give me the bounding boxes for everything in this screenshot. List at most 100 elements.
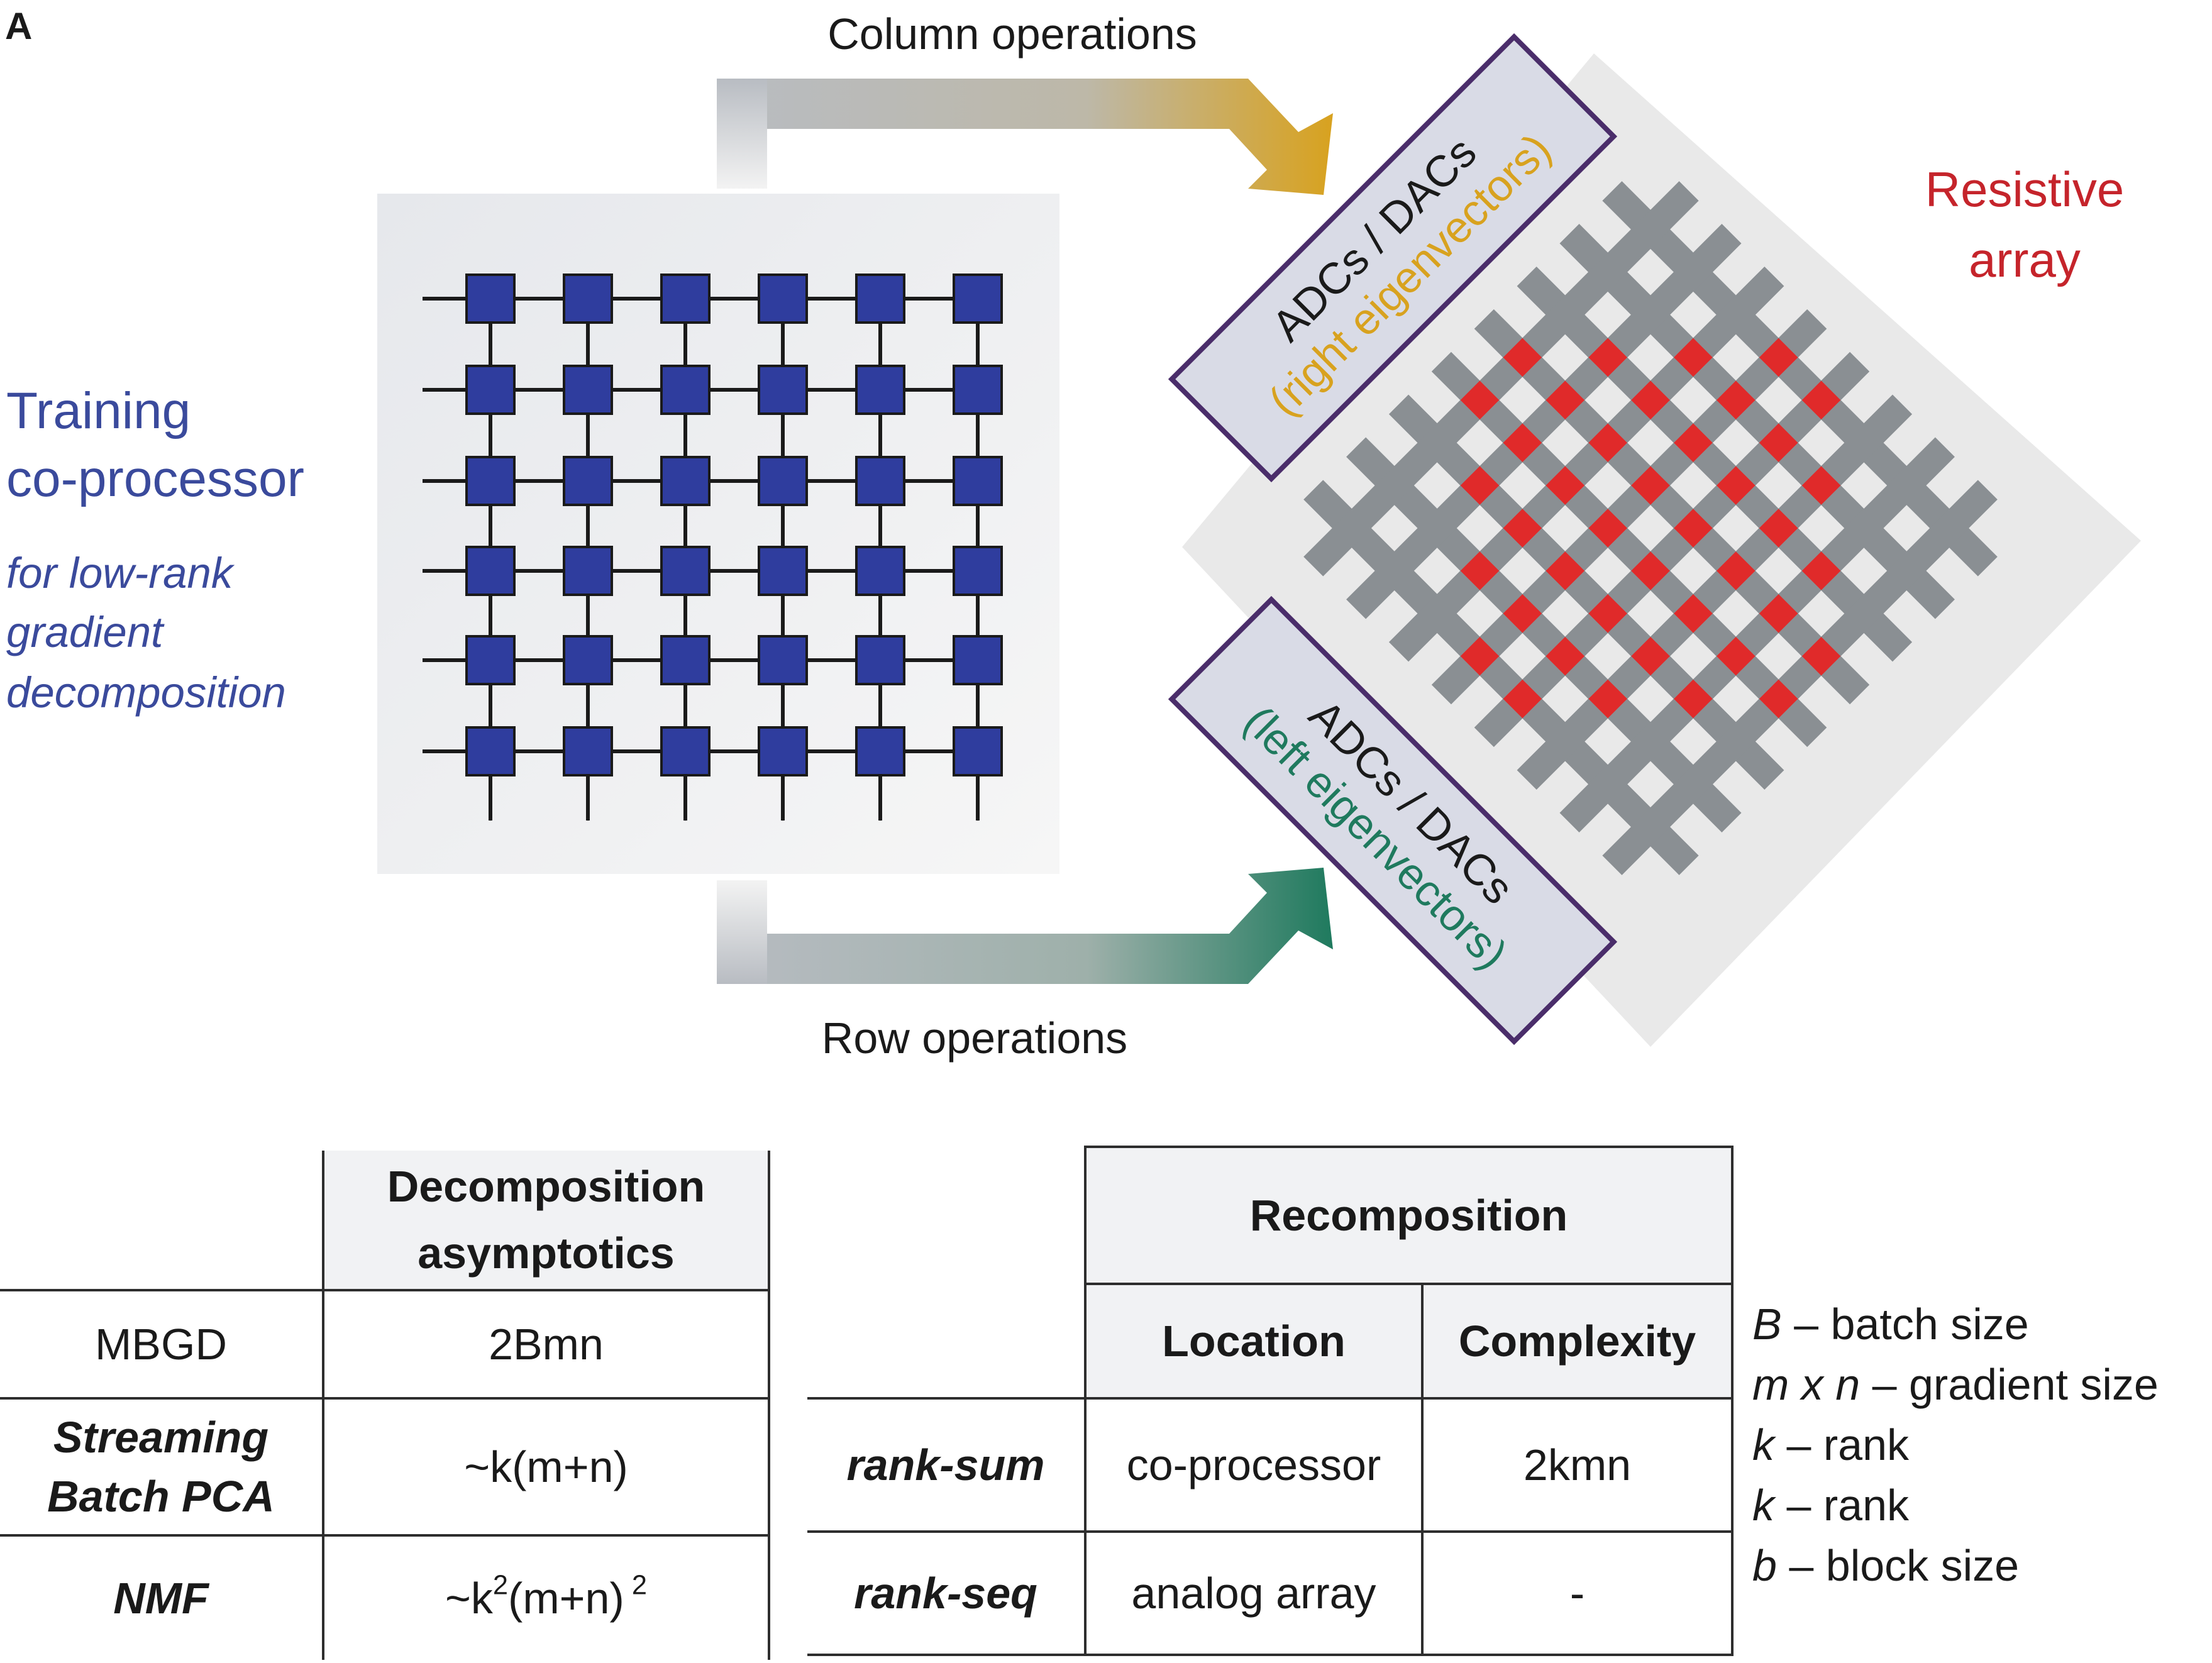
table-row: MBGD 2Bmn — [0, 1289, 770, 1400]
rank-seq-label: rank-seq — [807, 1530, 1087, 1656]
processing-element — [465, 635, 516, 685]
table-row: NMF ~k2(m+n) 2 — [0, 1534, 770, 1660]
table-row: rank-sum co-processor 2kmn — [807, 1397, 1734, 1533]
method-mbgd: MBGD — [0, 1289, 324, 1400]
resistive-crosspoint — [1801, 636, 1841, 676]
decomposition-header: Decomposition asymptotics — [322, 1151, 770, 1291]
processing-element — [563, 273, 613, 324]
resistive-crosspoint — [1588, 679, 1627, 719]
crossbar-array — [1303, 181, 1998, 875]
crossbar-wire — [1388, 394, 1784, 790]
processing-element — [855, 273, 905, 324]
resistive-crosspoint — [1631, 466, 1670, 505]
nmf-value: ~k2(m+n) 2 — [322, 1534, 770, 1660]
crossbar-wire — [1303, 181, 1699, 577]
resistive-crosspoint — [1631, 636, 1670, 676]
processing-element — [855, 635, 905, 685]
resistive-crosspoint — [1588, 509, 1627, 548]
method-nmf: NMF — [0, 1534, 324, 1660]
processing-element — [465, 456, 516, 506]
recomposition-header: Recomposition — [1084, 1146, 1734, 1285]
resistive-crosspoint — [1588, 423, 1627, 463]
resistive-crosspoint — [1716, 380, 1756, 420]
crossbar-wire — [1474, 309, 1870, 705]
processing-element — [758, 635, 808, 685]
processing-element — [660, 546, 711, 596]
training-title-line1: Training — [6, 382, 191, 439]
processing-element — [758, 546, 808, 596]
crossbar-wire — [1559, 437, 1955, 832]
rank-sum-label: rank-sum — [807, 1397, 1087, 1533]
rank-seq-location: analog array — [1084, 1530, 1424, 1656]
crossbar-wire — [1559, 224, 1955, 619]
processing-element — [563, 635, 613, 685]
resistive-crosspoint — [1546, 636, 1585, 676]
resistive-crosspoint — [1674, 423, 1713, 463]
legend-item: k – rank — [1752, 1420, 1909, 1469]
processing-element — [953, 456, 1003, 506]
resistive-crosspoint — [1588, 594, 1627, 633]
resistive-crosspoint — [1759, 423, 1798, 463]
streaming-value: ~k(m+n) — [322, 1397, 770, 1537]
method-streaming-batch-pca: Streaming Batch PCA — [0, 1397, 324, 1537]
resistive-label-line2: array — [1969, 232, 2081, 287]
rank-sum-location: co-processor — [1084, 1397, 1424, 1533]
processing-element — [953, 726, 1003, 776]
decomposition-table: Decomposition asymptotics MBGD 2Bmn Stre… — [0, 1151, 770, 1660]
processing-element — [855, 726, 905, 776]
resistive-crosspoint — [1503, 509, 1542, 548]
recomp-table-corner-2 — [807, 1284, 1087, 1400]
column-operations-label: Column operations — [827, 9, 1197, 58]
row-operations-arrow — [717, 868, 1333, 984]
table-corner — [0, 1151, 324, 1291]
crossbar-wire — [1346, 224, 1742, 619]
resistive-crosspoint — [1460, 551, 1500, 590]
crossbar-wire — [1431, 351, 1827, 748]
crossbar-wire — [1517, 394, 1913, 790]
resistive-crosspoint — [1674, 679, 1713, 719]
rank-seq-complexity: - — [1421, 1530, 1734, 1656]
recomposition-table: Recomposition Location Complexity rank-s… — [807, 1146, 1734, 1656]
processing-element — [660, 365, 711, 415]
resistive-crosspoint — [1674, 338, 1713, 377]
training-title-line2: co-processor — [6, 450, 304, 507]
resistive-crosspoint — [1759, 509, 1798, 548]
processing-element — [563, 546, 613, 596]
streaming-line1: Streaming — [53, 1413, 269, 1462]
resistive-crosspoint — [1503, 338, 1542, 377]
legend-item: k – rank — [1752, 1481, 1909, 1530]
recomp-table-corner — [807, 1147, 1087, 1284]
decomposition-header-line2: asymptotics — [418, 1229, 675, 1278]
resistive-crosspoint — [1503, 679, 1542, 719]
processing-element — [465, 365, 516, 415]
panel-a-label: A — [5, 5, 33, 47]
resistive-crosspoint — [1631, 551, 1670, 590]
processing-element — [855, 365, 905, 415]
processing-element — [660, 726, 711, 776]
processing-element — [758, 365, 808, 415]
processing-element — [855, 546, 905, 596]
resistive-crosspoint — [1460, 636, 1500, 676]
resistive-array-label: Resistive array — [1893, 154, 2157, 295]
rank-sum-complexity: 2kmn — [1421, 1397, 1734, 1533]
resistive-crosspoint — [1716, 636, 1756, 676]
processing-element — [660, 273, 711, 324]
processing-element — [465, 726, 516, 776]
legend-item: B – batch size — [1752, 1300, 2029, 1349]
crossbar-wire — [1431, 309, 1827, 705]
processing-element — [465, 546, 516, 596]
resistive-crosspoint — [1801, 466, 1841, 505]
table-row: Streaming Batch PCA ~k(m+n) — [0, 1397, 770, 1537]
resistive-label-line1: Resistive — [1925, 162, 2125, 217]
legend-item: m x n – gradient size — [1752, 1360, 2159, 1409]
location-header: Location — [1084, 1283, 1424, 1400]
resistive-crosspoint — [1631, 380, 1670, 420]
training-subtitle-line1: for low-rank — [6, 549, 233, 597]
processing-element — [758, 456, 808, 506]
resistive-crosspoint — [1503, 423, 1542, 463]
resistive-crosspoint — [1546, 466, 1585, 505]
legend: B – batch size m x n – gradient size k –… — [1752, 1294, 2159, 1596]
column-operations-arrow — [717, 79, 1333, 195]
crossbar-wire — [1517, 266, 1913, 662]
